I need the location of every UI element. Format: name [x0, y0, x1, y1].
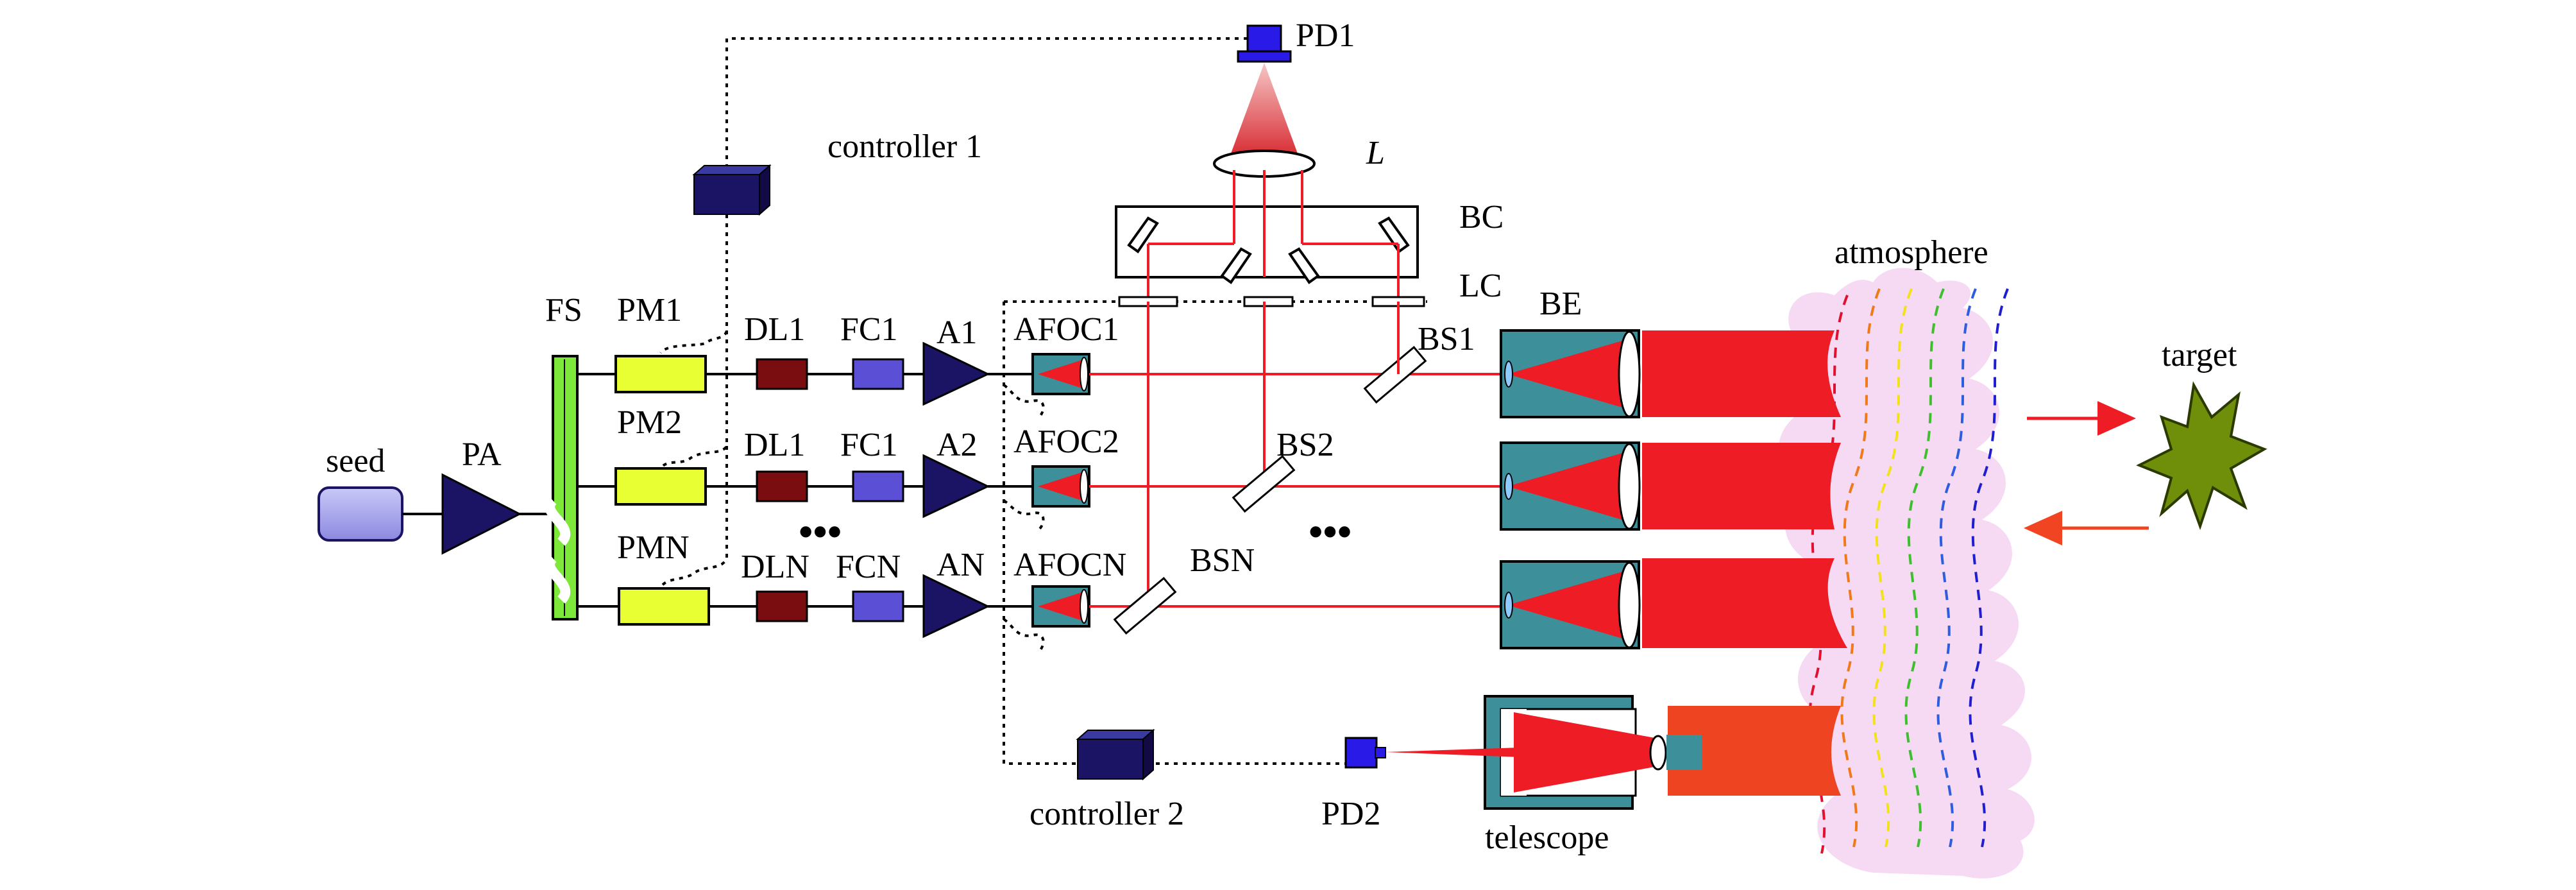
- fcn-collimator: [852, 590, 904, 622]
- channel-row-n: PMN DLN FCN AN AFOCN BSN: [577, 529, 1501, 638]
- feedback-loop-1: [659, 37, 1248, 588]
- pd1-base: [1237, 50, 1292, 63]
- telescope-label: telescope: [1485, 819, 1609, 856]
- beam-2: [1642, 443, 1841, 529]
- pm1-modulator: [614, 355, 707, 393]
- be-label: BE: [1539, 286, 1582, 322]
- pd2-label: PD2: [1321, 796, 1380, 832]
- lens-label: L: [1366, 135, 1385, 171]
- bc-label: BC: [1459, 199, 1504, 235]
- bs1-label: BS1: [1418, 321, 1475, 357]
- return-beam: [1668, 706, 1841, 796]
- pm1-label: PM1: [617, 292, 682, 329]
- atmosphere-fill: [1772, 268, 2035, 878]
- pd1-icon: [1246, 24, 1282, 53]
- controller1-label: controller 1: [827, 128, 982, 165]
- fc1-label: FC1: [840, 311, 898, 348]
- fcn-label: FCN: [836, 549, 901, 585]
- receiver-group: telescope PD2 controller 2: [1030, 695, 1702, 856]
- pd2-icon: [1344, 737, 1378, 769]
- fc1b-collimator: [852, 470, 904, 502]
- seed-chain: seed PA FS: [318, 292, 582, 620]
- dl1-delay-line: [756, 358, 808, 390]
- a2-label: A2: [936, 427, 978, 463]
- pmn-label: PMN: [617, 529, 690, 566]
- feedback-loop-2: [1003, 302, 1347, 765]
- bs2-beamsplitter: [1232, 455, 1296, 513]
- seed-label: seed: [326, 443, 385, 479]
- pmn-modulator: [618, 587, 710, 626]
- pa-amplifier-icon: [441, 473, 522, 555]
- seed-icon: [318, 486, 403, 542]
- afoc2-label: AFOC2: [1013, 424, 1119, 460]
- channel-row-2: PM2 DL1 FC1 A2 AFOC2 BS2: [577, 302, 1501, 518]
- fc1b-label: FC1: [840, 427, 898, 463]
- beam-n: [1642, 558, 1847, 648]
- a1-label: A1: [936, 314, 978, 351]
- bsn-beamsplitter: [1113, 577, 1177, 635]
- target-label: target: [2162, 337, 2237, 373]
- bc-rays: [1147, 170, 1400, 302]
- be-unit-n: [1500, 560, 1641, 649]
- controller-1: controller 1: [692, 128, 982, 216]
- atmosphere-label: atmosphere: [1835, 234, 1988, 271]
- output-beams: [1642, 330, 1847, 796]
- be-unit-2: [1500, 441, 1641, 531]
- bs2-label: BS2: [1276, 427, 1334, 463]
- afoc1-label: AFOC1: [1013, 311, 1119, 348]
- an-label: AN: [936, 547, 985, 583]
- fs-label: FS: [545, 292, 582, 329]
- target-group: target: [2024, 337, 2267, 545]
- pm2-label: PM2: [617, 404, 682, 441]
- outgoing-arrow-head: [2097, 401, 2136, 436]
- dln-delay-line: [756, 590, 808, 622]
- beam-expanders: BE: [1500, 286, 1641, 649]
- channel-ellipsis-right: •••: [1309, 509, 1352, 554]
- a2-amplifier-icon: [922, 454, 990, 518]
- beam-1: [1642, 330, 1841, 417]
- pm2-modulator: [614, 467, 707, 506]
- controller2-icon: [1077, 739, 1144, 780]
- an-amplifier-icon: [922, 574, 990, 638]
- fc1-collimator: [852, 358, 904, 390]
- controller2-label: controller 2: [1030, 796, 1184, 832]
- star-target-icon: [2136, 381, 2267, 531]
- channel-row-1: PM1 DL1 FC1 A1 AFOC1 BS1: [577, 292, 1501, 406]
- afocn-label: AFOCN: [1013, 547, 1126, 583]
- bc-box: [1115, 205, 1419, 278]
- lc-label: LC: [1459, 268, 1502, 304]
- dln-label: DLN: [741, 549, 809, 585]
- beam-combiner: BC: [1115, 170, 1504, 302]
- dl1b-delay-line: [756, 470, 808, 502]
- bsn-label: BSN: [1190, 542, 1255, 579]
- pd1-assembly: PD1 L: [1213, 17, 1385, 178]
- lc-coupler-2: [1243, 296, 1294, 307]
- a1-amplifier-icon: [922, 341, 990, 406]
- dl1-label: DL1: [744, 311, 805, 348]
- be-unit-1: [1500, 329, 1641, 418]
- controller1-icon: [693, 174, 760, 215]
- bs1-beamsplitter: [1363, 346, 1427, 404]
- pd1-label: PD1: [1296, 17, 1355, 54]
- focus-cone: [1228, 63, 1300, 160]
- dl1b-label: DL1: [744, 427, 805, 463]
- channel-ellipsis-left: •••: [799, 509, 842, 554]
- pa-label: PA: [462, 436, 502, 473]
- incoming-arrow-head: [2024, 511, 2062, 545]
